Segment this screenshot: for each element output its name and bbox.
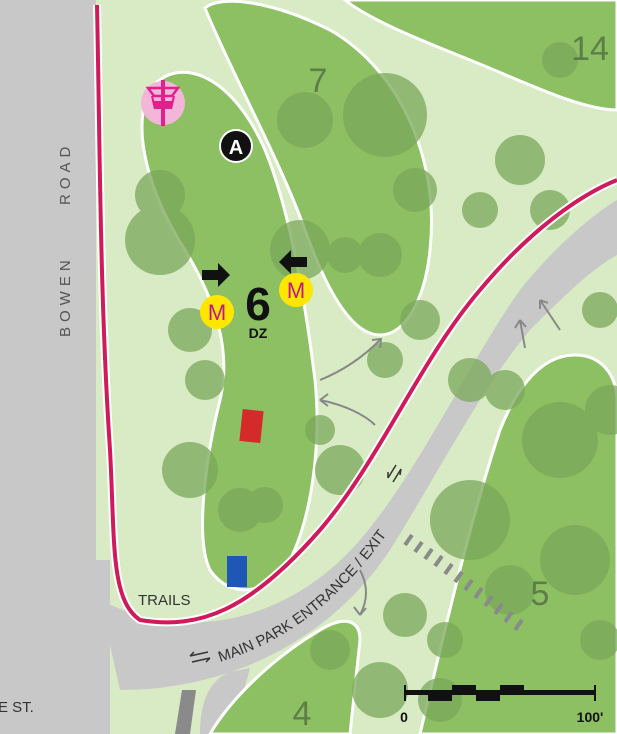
fairway-hole-14 [342, 0, 617, 112]
bowen-road-lower [30, 560, 110, 734]
drop-zone-label: DZ [249, 325, 268, 341]
mando-letter: M [287, 278, 305, 303]
mando-arrow-icon [279, 250, 307, 274]
trails-label: TRAILS [138, 592, 191, 609]
side-road-edge [175, 690, 196, 734]
scale-end-label: 100' [577, 709, 604, 725]
park-entrance-road [100, 200, 617, 690]
hole-number-14: 14 [571, 30, 609, 68]
mando-marker-left: M [200, 295, 234, 329]
mando-arrow-icon [202, 263, 230, 287]
tee-pad-icon: A [219, 129, 253, 163]
hole-number-7: 7 [309, 62, 328, 100]
hole-number-4: 4 [293, 695, 312, 733]
mando-letter: M [208, 300, 226, 325]
crosswalk-icon [403, 533, 524, 632]
scale-bar: 0 100' [400, 685, 603, 725]
direction-arrow-icon [319, 299, 561, 616]
scale-start-label: 0 [400, 709, 408, 725]
tree-cluster [125, 42, 617, 722]
hole-number-6: 6 [245, 278, 271, 330]
bowen-road-label-2: ROAD [57, 142, 74, 205]
side-road [200, 668, 250, 734]
blue-tee-pad [227, 556, 247, 587]
red-tee-pad [239, 409, 264, 444]
tee-label: A [229, 137, 243, 159]
bowen-road [0, 0, 96, 734]
mando-marker-right: M [279, 273, 313, 307]
two-way-arrow-icon [189, 464, 402, 663]
bowen-road-label: BOWEN [57, 255, 74, 337]
street-label: E ST. [0, 699, 34, 716]
trail-line [95, 4, 617, 625]
disc-golf-basket-icon [141, 80, 185, 126]
hole-number-5: 5 [531, 575, 550, 613]
